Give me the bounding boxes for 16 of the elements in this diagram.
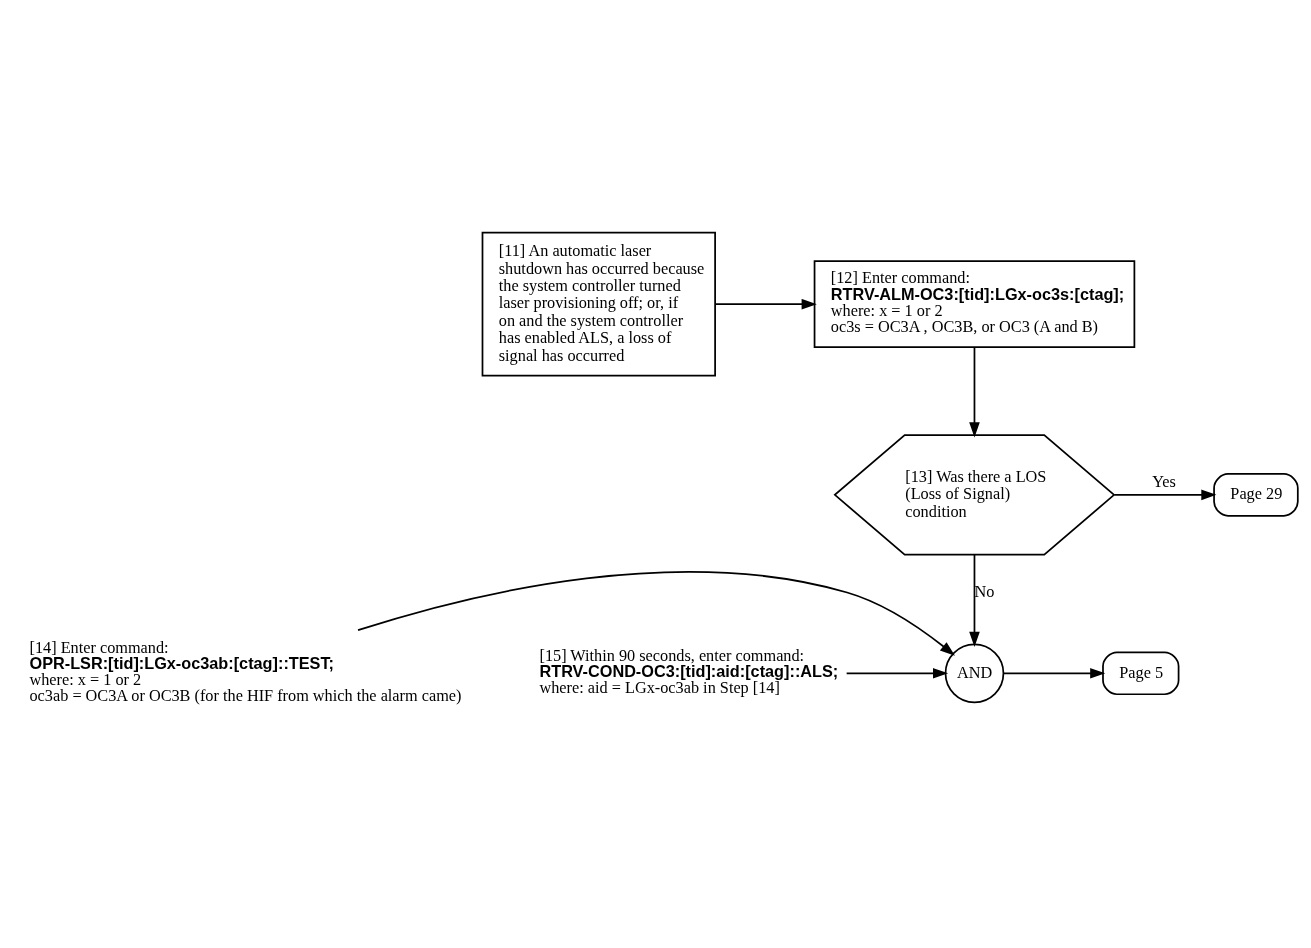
arrow bbox=[1002, 667, 1106, 679]
node-box: [12] Enter command: RTRV-ALM-OC3:[tid]:LGx-oc3s:[ctag]; where: x = 1 or 2 oc3s = OC3A , OC3B, or OC3 (A and B) bbox=[813, 259, 1136, 348]
edge-label: No bbox=[974, 581, 995, 601]
node-box: Page 29 bbox=[1213, 472, 1299, 517]
arrow bbox=[714, 298, 817, 309]
edge-label: Yes bbox=[1152, 471, 1176, 491]
arrow bbox=[969, 553, 980, 647]
node-text: [14] Enter command: OPR-LSR:[tid]:LGx-oc3ab:[ctag]::TEST; where: x = 1 or 2 oc3ab = OC3A or OC3B (for the HIF from which the alarm came) bbox=[29, 637, 462, 705]
arrow bbox=[845, 667, 949, 679]
node-circle: AND bbox=[944, 643, 1005, 703]
node-box: [11] An automatic laser shutdown has occurred because the system controller turned laser provisioning off; or, if on and the system controller has enabled ALS, a loss of signal has occurred bbox=[481, 231, 716, 377]
node-box: Page 5 bbox=[1102, 651, 1180, 695]
arrow bbox=[357, 570, 955, 656]
arrow bbox=[1113, 489, 1217, 500]
node-text: [15] Within 90 seconds, enter command: RTRV-COND-OC3:[tid]:aid:[ctag]::ALS; where: aid = LGx-oc3ab in Step [14] bbox=[539, 645, 839, 697]
arrow bbox=[969, 346, 980, 437]
